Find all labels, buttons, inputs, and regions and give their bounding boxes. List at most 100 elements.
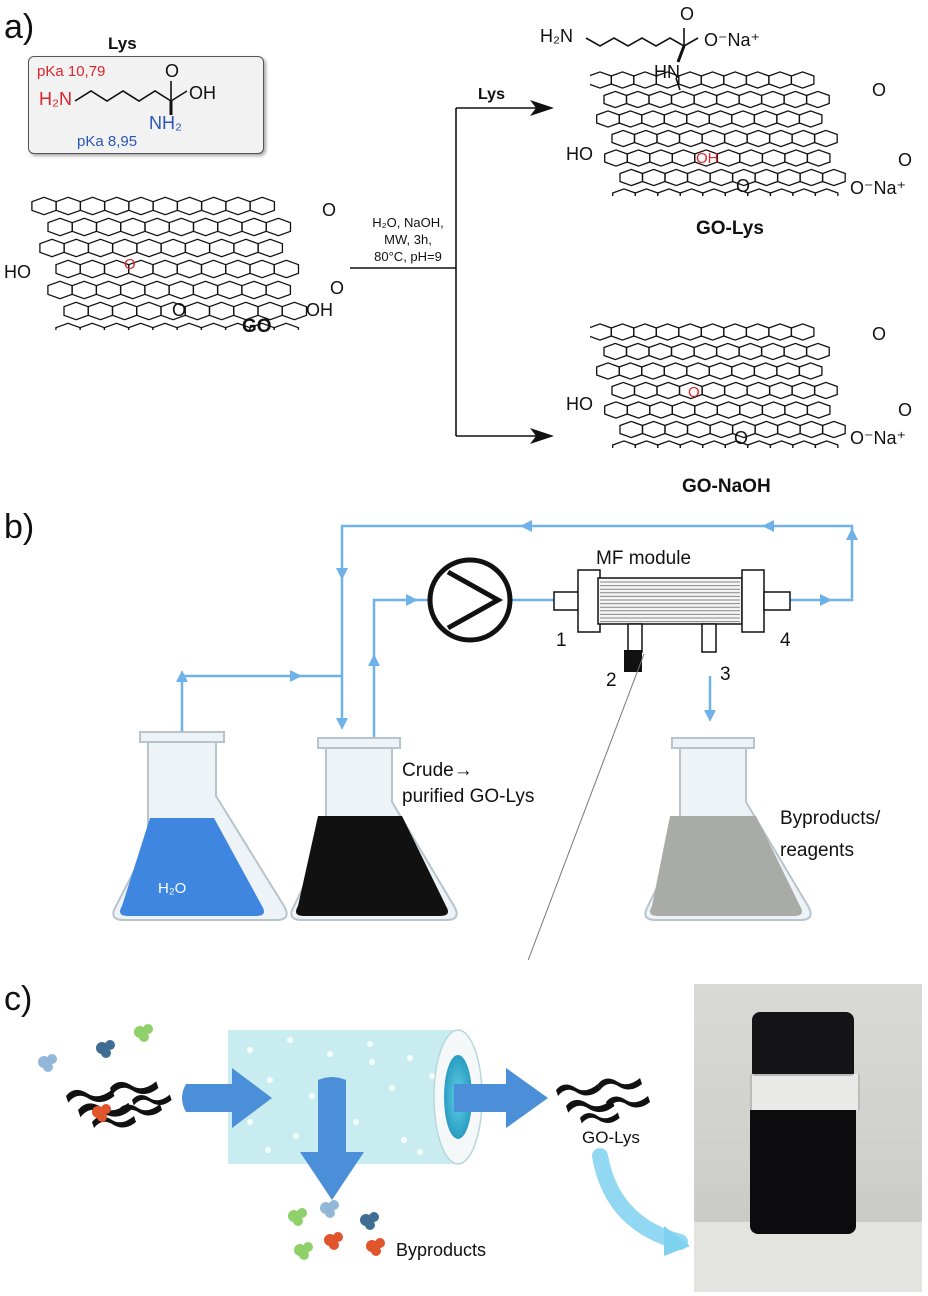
hexagon-ring (241, 217, 267, 237)
hexagon-ring (224, 322, 251, 330)
hexagon-ring (702, 188, 726, 196)
hexagon-ring (626, 149, 651, 167)
membrane-pore (309, 1093, 315, 1099)
hexagon-ring (79, 322, 106, 330)
hexagon-ring (618, 362, 643, 380)
hexagon-ring (655, 323, 680, 341)
vial-cap (752, 1012, 854, 1076)
crude-label-line-2: purified GO-Lys (402, 786, 535, 807)
molecule-blob (96, 1040, 115, 1058)
hexagon-ring (612, 188, 636, 196)
hexagon-ring (792, 440, 817, 448)
lysine-oh: OH (189, 83, 216, 103)
membrane-pore (407, 1055, 413, 1061)
hexagon-ring (119, 280, 146, 300)
hexagon-ring (208, 301, 235, 321)
go-lys-cooh-o: O (898, 150, 913, 170)
hexagon-ring (192, 280, 219, 300)
membrane-pore (429, 1073, 435, 1079)
hexagon-ring (200, 196, 227, 216)
go-lys-name: GO-Lys (696, 218, 764, 239)
hexagon-ring (821, 168, 846, 187)
hexagon-ring (761, 401, 786, 419)
hexagon-ring (249, 196, 276, 216)
membrane-pore (267, 1077, 273, 1083)
panel-label-b: b) (4, 508, 35, 546)
molecule-blob (92, 1104, 111, 1122)
hexagon-ring (55, 259, 81, 279)
hexagon-ring (754, 168, 779, 187)
hexagon-ring (784, 149, 809, 167)
hexagon-ring (127, 322, 154, 330)
pka-alpha: pKa 8,95 (77, 133, 138, 150)
hexagon-ring (791, 129, 816, 148)
flow-arrows (182, 1068, 548, 1200)
hexagon-ring (176, 259, 203, 279)
hexagon-ring (603, 342, 628, 361)
hexagon-ring (87, 301, 114, 321)
hexagon-ring (663, 110, 688, 128)
membrane-pore (327, 1051, 333, 1057)
hexagon-ring (664, 420, 689, 439)
port-1-label: 1 (556, 630, 567, 651)
hexagon-ring (79, 259, 106, 279)
hexagon-ring (686, 110, 710, 128)
hexagon-ring (790, 323, 815, 341)
hexagon-ring (693, 342, 718, 361)
membrane-pore (417, 1149, 423, 1155)
hexagon-ring (716, 401, 741, 419)
go-naoh-name: GO-NaOH (682, 476, 771, 497)
hexagon-ring (103, 322, 130, 330)
hexagon-ring (791, 381, 816, 400)
hexagon-ring (604, 149, 628, 167)
go-lys-o: O (680, 4, 695, 24)
hexagon-ring (619, 168, 644, 187)
hexagon-ring (626, 401, 651, 419)
hexagon-ring (648, 342, 673, 361)
graphene-flakes-feed (66, 1081, 172, 1128)
hexagon-ring (798, 362, 823, 380)
membrane-pore (247, 1047, 253, 1053)
hexagon-ring (233, 238, 259, 258)
vial-headspace (750, 1074, 860, 1110)
molecule-blob (288, 1208, 307, 1226)
hexagon-grid (31, 196, 308, 330)
membrane-pore (367, 1041, 373, 1047)
hexagon-ring (249, 259, 275, 279)
reaction-conditions: H₂O, NaOH, MW, 3h, 80°C, pH=9 (360, 214, 456, 265)
molecule-blob (360, 1212, 379, 1230)
hexagon-ring (716, 149, 741, 167)
molecule-blob (134, 1024, 153, 1042)
hexagon-ring (200, 259, 227, 279)
hexagon-ring (611, 381, 636, 400)
hexagon-ring (618, 110, 643, 128)
hexagon-ring (604, 401, 628, 419)
hexagon-ring (761, 149, 786, 167)
hexagon-ring (814, 188, 839, 196)
hexagon-ring (799, 420, 824, 439)
condition-line-1: H₂O, NaOH, (372, 215, 444, 230)
hexagon-ring (753, 110, 778, 128)
hexagon-ring (747, 188, 772, 196)
byproducts-label: Byproducts (396, 1240, 487, 1260)
hexagon-ring (79, 196, 106, 216)
hexagon-ring (739, 401, 764, 419)
molecule-blob (320, 1200, 339, 1218)
hexagon-ring (664, 168, 689, 187)
graphene-flake (132, 1094, 172, 1106)
hexagon-ring (760, 342, 785, 361)
port-2-label: 2 (606, 670, 617, 691)
hexagon-ring (679, 188, 704, 196)
graphene-flake (66, 1089, 115, 1103)
hexagon-ring (273, 259, 300, 279)
hexagon-ring (71, 280, 98, 300)
go-lys-ona: O⁻Na⁺ (704, 30, 761, 50)
hexagon-ring (273, 322, 300, 330)
molecule-blob (294, 1242, 313, 1260)
go-oh: OH (306, 300, 333, 320)
hexagon-ring (265, 280, 292, 300)
hexagon-ring (814, 440, 839, 448)
membrane-pore (369, 1059, 375, 1065)
hexagon-ring (792, 188, 817, 196)
hexagon-ring (678, 323, 702, 341)
